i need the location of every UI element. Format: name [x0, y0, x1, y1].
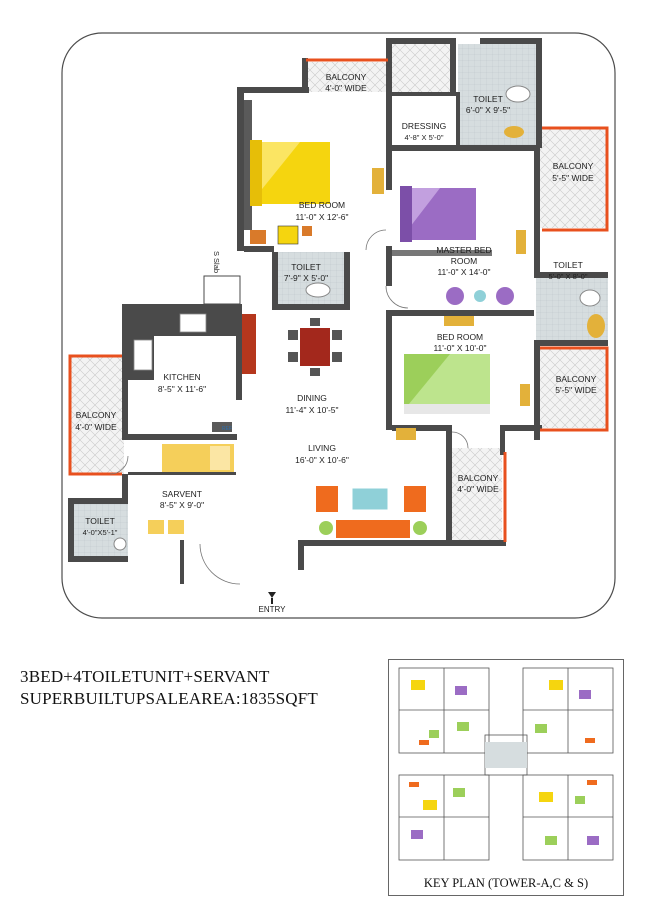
sofa-set-icon	[316, 486, 427, 538]
dining-cabinet-icon	[242, 314, 256, 374]
unit-area: SUPERBUILTUPSALEAREA:1835SQFT	[20, 689, 318, 708]
room-size: 8'-5" X 11'-6"	[158, 384, 206, 394]
room-name: TOILET	[473, 94, 503, 104]
servant-bed-icon	[162, 444, 234, 472]
balcony-bottom-floor	[452, 448, 502, 540]
room-size: 5'-5" WIDE	[555, 385, 597, 395]
balcony-rails	[68, 58, 609, 542]
room-size: 11'-0" X 12'-6"	[295, 212, 348, 222]
master-chairs-icon	[446, 287, 514, 305]
sink-icon	[133, 339, 153, 371]
room-size: 4'-0" WIDE	[457, 484, 499, 494]
room-size: 4'-0"X5'-1"	[83, 528, 118, 537]
unit-info: 3BED+4TOILETUNIT+SERVANT SUPERBUILTUPSAL…	[20, 666, 318, 710]
side-table-icon	[520, 384, 530, 406]
room-name: KITCHEN	[163, 372, 200, 382]
room-name: SARVENT	[162, 489, 202, 499]
room-size: 8'-5" X 9'-0"	[160, 500, 204, 510]
room-size: 4'-8" X 5'-0"	[404, 133, 443, 142]
room-name: BALCONY	[556, 374, 597, 384]
room-size: 16'-0" X 10'-6"	[295, 455, 349, 465]
room-name: BALCONY	[76, 410, 117, 420]
door-swings	[109, 229, 469, 585]
desk-icon	[444, 316, 474, 326]
side-table-icon	[302, 226, 312, 236]
room-size: 11'-0" X 14'-0"	[437, 267, 490, 277]
room-name-2: ROOM	[451, 256, 477, 266]
floor-plan: BALCONY 4'-0" WIDE BED ROOM 11'-0" X 12'…	[61, 32, 616, 619]
wc-icon	[505, 85, 531, 103]
key-plan-drawing	[398, 667, 614, 861]
balcony-right-mid-floor	[540, 348, 606, 428]
wardrobe-master-icon	[392, 250, 492, 256]
side-table-icon	[516, 230, 526, 254]
room-name: LIVING	[308, 443, 336, 453]
entry-arrow-stem-icon	[271, 598, 273, 604]
bed-purple-icon	[400, 186, 476, 242]
side-table-icon	[396, 428, 416, 440]
side-table-icon	[372, 168, 384, 194]
fridge-icon	[212, 422, 232, 432]
room-size: 6'-0" X 9'-5"	[466, 105, 510, 115]
key-plan-caption: KEY PLAN (TOWER-A,C & S)	[423, 876, 589, 890]
room-size: 4'-0" WIDE	[325, 83, 367, 93]
room-size: 11'-4" X 10'-5"	[285, 405, 338, 415]
s-slab-label: S Slab	[212, 251, 221, 273]
chair-icon	[277, 225, 299, 245]
room-size: 5'-0" X 8'-0"	[548, 272, 587, 281]
room-name: DINING	[297, 393, 327, 403]
basin-icon	[587, 314, 605, 338]
nightstand-icon	[250, 230, 266, 244]
basin-icon	[504, 126, 524, 138]
balcony-left-floor	[70, 356, 124, 474]
room-name: TOILET	[553, 260, 583, 270]
room-name: BALCONY	[553, 161, 594, 171]
wc-icon	[305, 282, 331, 298]
bed-yellow-icon	[250, 140, 330, 206]
room-size: 4'-0" WIDE	[75, 422, 117, 432]
wc-icon	[113, 537, 127, 551]
room-size: 11'-0" X 10'-0"	[433, 343, 486, 353]
bed-green-icon	[404, 354, 490, 414]
unit-configuration: 3BED+4TOILETUNIT+SERVANT	[20, 667, 270, 686]
entry-arrow-icon	[268, 592, 276, 598]
servant-chairs-icon	[148, 520, 184, 534]
room-name: BED ROOM	[437, 332, 483, 342]
room-name: BED ROOM	[299, 200, 345, 210]
balcony-top-floor	[308, 62, 388, 92]
stove-icon	[179, 313, 207, 333]
room-size: 7'-9" X 5'-0"	[284, 273, 328, 283]
balcony-right-top-floor	[540, 128, 606, 228]
room-size: 5'-5" WIDE	[552, 173, 594, 183]
wc-icon	[579, 289, 601, 307]
entry-label: ENTRY	[259, 605, 287, 614]
room-name: TOILET	[85, 516, 115, 526]
dining-table-icon	[288, 318, 342, 376]
room-name: DRESSING	[402, 121, 446, 131]
room-name: MASTER BED	[436, 245, 491, 255]
room-labels: BALCONY 4'-0" WIDE BED ROOM 11'-0" X 12'…	[75, 72, 597, 614]
key-plan: KEY PLAN (TOWER-A,C & S)	[388, 659, 624, 896]
room-name: BALCONY	[458, 473, 499, 483]
shaft-floor	[392, 44, 450, 94]
room-name: BALCONY	[326, 72, 367, 82]
room-name: TOILET	[291, 262, 321, 272]
toilet-mid-floor	[274, 252, 344, 310]
wardrobe-icon	[244, 100, 252, 230]
ref-label: REF	[222, 426, 232, 432]
